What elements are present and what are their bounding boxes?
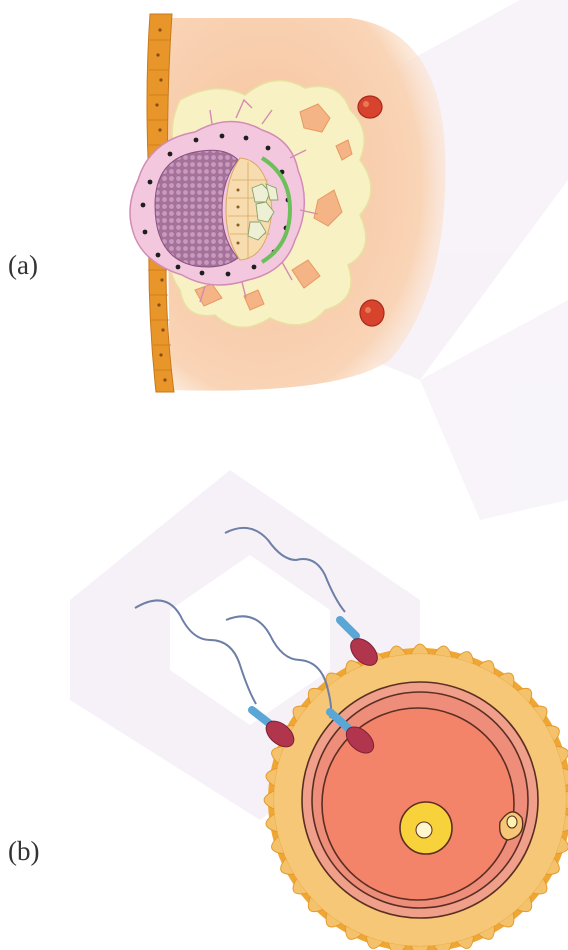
- corona-projection: [411, 946, 429, 950]
- panel-a-implantation: [130, 14, 445, 392]
- panel-b-label: (b): [8, 836, 39, 867]
- panel-a-label: (a): [8, 250, 38, 281]
- nucleolus: [416, 822, 432, 838]
